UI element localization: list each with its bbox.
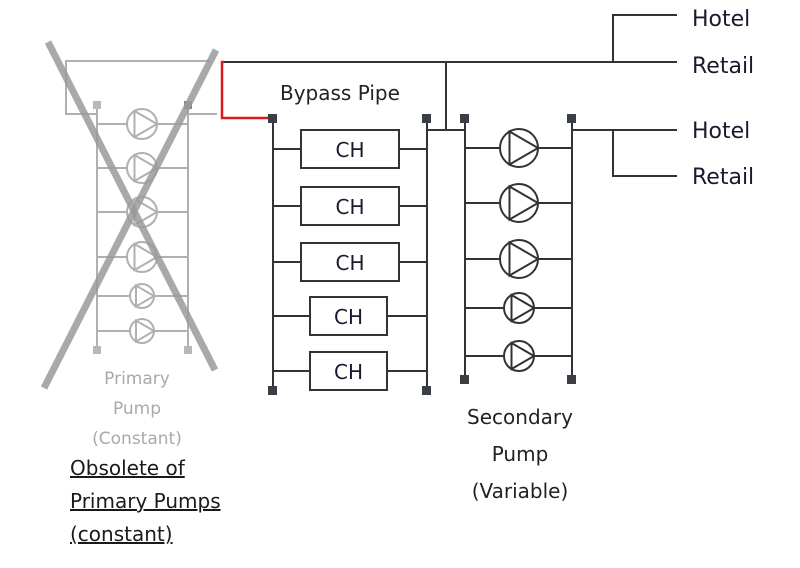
pump-icon xyxy=(499,128,540,168)
header-cap xyxy=(460,114,469,123)
lower-retail-branch xyxy=(612,130,677,177)
destination-label-lower-retail: Retail xyxy=(692,165,754,190)
primary-pump-label-line2: Pump xyxy=(113,399,161,419)
secondary-pump-label-line1: Secondary xyxy=(467,405,573,429)
bypass-pipe-label: Bypass Pipe xyxy=(280,81,400,105)
pump-icon xyxy=(503,292,536,324)
primary-header-cap xyxy=(93,101,101,109)
obsolete-note: Obsolete of Primary Pumps (constant) xyxy=(70,452,221,551)
pump-impeller-triangle xyxy=(510,293,536,323)
pump-impeller-triangle xyxy=(133,242,159,272)
chiller-unit: CH xyxy=(273,351,427,391)
obsolete-note-line2: Primary Pumps xyxy=(70,489,221,513)
chiller-box xyxy=(300,242,400,282)
chiller-unit: CH xyxy=(273,296,427,336)
main-piping xyxy=(222,14,677,390)
header-cap xyxy=(567,114,576,123)
header-cap xyxy=(268,114,277,123)
obsolete-note-line3: (constant) xyxy=(70,522,173,546)
secondary-pumps xyxy=(465,128,572,372)
pump-impeller-triangle xyxy=(508,240,540,278)
header-caps xyxy=(268,114,576,395)
chiller-box xyxy=(300,186,400,226)
chiller-label: CH xyxy=(335,195,364,219)
secondary-pump-label-line2: Pump xyxy=(492,442,549,466)
pump-icon xyxy=(129,318,156,344)
pump-casing xyxy=(499,128,539,168)
destination-label-lower-hotel: Hotel xyxy=(692,119,750,144)
chiller-unit: CH xyxy=(273,186,427,226)
chiller-box xyxy=(309,351,388,391)
chiller-unit: CH xyxy=(273,129,427,169)
chiller-box xyxy=(300,129,400,169)
primary-header-cap xyxy=(184,346,192,354)
header-cap xyxy=(422,386,431,395)
pump-impeller-triangle xyxy=(133,109,159,139)
chiller-unit: CH xyxy=(273,242,427,282)
upper-hotel-branch xyxy=(612,14,677,62)
chiller-label: CH xyxy=(335,251,364,275)
pump-icon xyxy=(126,241,159,273)
cross-out-stroke xyxy=(40,48,220,390)
pump-impeller-triangle xyxy=(510,341,536,371)
header-cap xyxy=(422,114,431,123)
pump-casing xyxy=(503,292,535,324)
x-mark-icon xyxy=(40,40,220,390)
cross-out-stroke xyxy=(44,40,219,372)
primary-pump-label-line1: Primary xyxy=(104,369,170,389)
pump-impeller-triangle xyxy=(135,318,156,344)
pump-casing xyxy=(129,318,155,344)
pump-casing xyxy=(126,108,158,140)
pump-casing xyxy=(129,283,155,309)
header-cap xyxy=(460,375,469,384)
pump-icon xyxy=(499,183,540,223)
chiller-label: CH xyxy=(334,360,363,384)
chiller-label: CH xyxy=(335,138,364,162)
destination-label-upper-retail: Retail xyxy=(692,54,754,79)
pump-casing xyxy=(503,340,535,372)
primary-pump-label-line3: (Constant) xyxy=(92,429,182,449)
bypass-pipe xyxy=(220,60,268,120)
pump-impeller-triangle xyxy=(508,129,540,167)
chiller-label: CH xyxy=(334,305,363,329)
chillers: CH CH CH CH CH xyxy=(273,129,427,391)
pump-icon xyxy=(129,283,156,309)
pump-casing xyxy=(499,183,539,223)
pump-icon xyxy=(126,108,159,140)
header-cap xyxy=(268,386,277,395)
obsolete-note-line1: Obsolete of xyxy=(70,456,185,480)
pump-casing xyxy=(499,239,539,279)
pump-impeller-triangle xyxy=(508,184,540,222)
primary-header-cap xyxy=(93,346,101,354)
header-cap xyxy=(567,375,576,384)
chiller-box xyxy=(309,296,388,336)
pump-impeller-triangle xyxy=(135,283,156,309)
pump-icon xyxy=(503,340,536,372)
secondary-pump-label-line3: (Variable) xyxy=(472,479,569,503)
pump-icon xyxy=(499,239,540,279)
pump-impeller-triangle xyxy=(133,153,159,183)
destination-label-upper-hotel: Hotel xyxy=(692,7,750,32)
